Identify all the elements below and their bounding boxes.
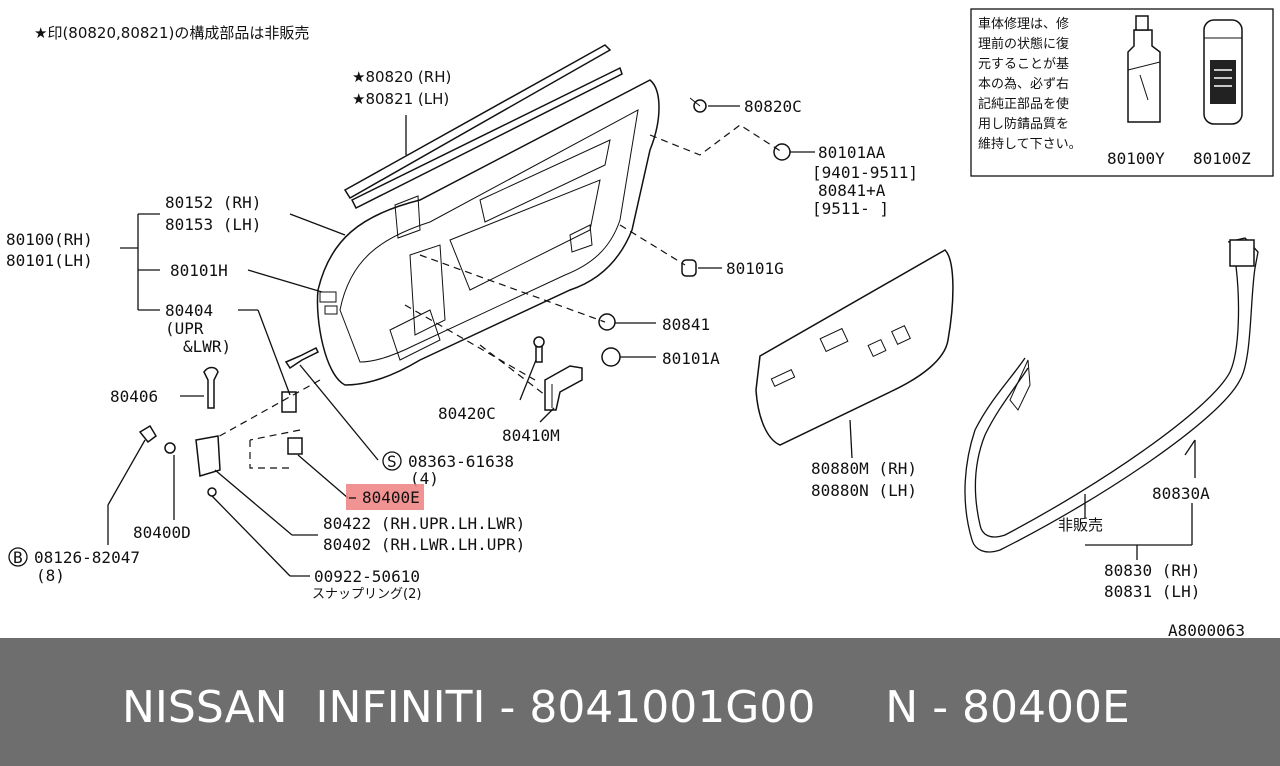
notice-line: 理前の状態に復 (978, 36, 1069, 52)
label-08363-qty: (4) (410, 469, 439, 488)
clip-80820c (689, 97, 707, 113)
notice-line: 元することが基 (978, 57, 1069, 72)
label-80400d: 80400D (133, 523, 191, 542)
label-80400e: 80400E (362, 488, 420, 507)
paint-tube-icon (1127, 15, 1161, 123)
notice-line: 記純正部品を使 (978, 96, 1069, 112)
label-80406: 80406 (110, 387, 158, 406)
window-strip-outer (343, 44, 623, 210)
label-80880m: 80880M (RH) (811, 459, 917, 478)
leader-lines (107, 105, 1196, 577)
label-80101: 80101(LH) (6, 251, 93, 270)
pin-80420c (533, 336, 545, 363)
header-note: ★印(80820,80821)の構成部品は非販売 (34, 24, 309, 42)
label-80404: 80404 (165, 301, 213, 320)
b-symbol-circle (8, 547, 28, 567)
notice-line: 維持して下さい。 (978, 137, 1082, 152)
b-symbol: B (13, 548, 23, 567)
label-80101g: 80101G (726, 259, 784, 278)
clip-80101a (601, 347, 621, 367)
parts-diagram: ★印(80820,80821)の構成部品は非販売 車体修理は、修 理前の状態に復… (6, 8, 1274, 638)
hinge-assembly (138, 366, 303, 497)
label-80830: 80830 (RH) (1104, 561, 1200, 580)
label-80820: ★80820 (RH) (352, 68, 451, 86)
notice-box: 車体修理は、修 理前の状態に復 元することが基 本の為、必ず右 記純正部品を使 … (970, 8, 1274, 177)
notice-line: 用し防錆品質を (978, 116, 1069, 132)
notice-line: 本の為、必ず右 (978, 76, 1069, 92)
label-00922: 00922-50610 (314, 567, 420, 586)
label-80830a: 80830A (1152, 484, 1210, 503)
door-trim-panel (755, 249, 954, 446)
dashed-lines (215, 124, 783, 469)
footer-part-number: NISSAN INFINITI - 8041001G00 N - 80400E (122, 682, 1130, 733)
label-80404-lwr: &LWR) (183, 337, 231, 356)
label-80404-upr: (UPR (165, 319, 204, 338)
label-80101aa-range: [9401-9511] (812, 163, 918, 182)
label-80841a-range: [9511- ] (812, 199, 889, 218)
label-08363: 08363-61638 (408, 452, 514, 471)
label-80841a: 80841+A (818, 181, 886, 200)
s-symbol-circle (382, 451, 402, 471)
label-80841: 80841 (662, 315, 710, 334)
door-weatherstrip (964, 237, 1259, 553)
label-00922-desc: スナップリング(2) (312, 587, 421, 602)
label-80101h: 80101H (170, 261, 228, 280)
label-not-sold: 非販売 (1058, 516, 1103, 534)
label-80402: 80402 (RH.LWR.LH.UPR) (323, 535, 525, 554)
spray-can-icon (1203, 19, 1243, 125)
clip-80841 (598, 313, 616, 331)
highlight-80400e (346, 484, 424, 510)
notice-line: 車体修理は、修 (978, 17, 1069, 32)
label-80101aa: 80101AA (818, 143, 886, 162)
label-80100: 80100(RH) (6, 230, 93, 249)
label-08126: 08126-82047 (34, 548, 140, 567)
label-80831: 80831 (LH) (1104, 582, 1200, 601)
label-80880n: 80880N (LH) (811, 481, 917, 500)
label-80152: 80152 (RH) (165, 193, 261, 212)
door-shell (316, 79, 660, 386)
label-80101a: 80101A (662, 349, 720, 368)
label-80153: 80153 (LH) (165, 215, 261, 234)
grommet-80101g (681, 259, 697, 277)
s-symbol: S (387, 452, 397, 471)
diagram-id: A8000063 (1168, 621, 1245, 638)
bolt-08363 (284, 346, 320, 370)
part-label: 80100Z (1193, 149, 1251, 168)
part-label: 80100Y (1107, 149, 1165, 168)
label-80410m: 80410M (502, 426, 560, 445)
label-80820c: 80820C (744, 97, 802, 116)
label-80420c: 80420C (438, 404, 496, 423)
door-check-80410m (544, 365, 583, 411)
label-08126-qty: (8) (36, 566, 65, 585)
footer-bar: NISSAN INFINITI - 8041001G00 N - 80400E (0, 638, 1280, 766)
label-80422: 80422 (RH.UPR.LH.LWR) (323, 514, 525, 533)
label-80821: ★80821 (LH) (352, 90, 449, 108)
clip-80101aa (773, 143, 791, 161)
